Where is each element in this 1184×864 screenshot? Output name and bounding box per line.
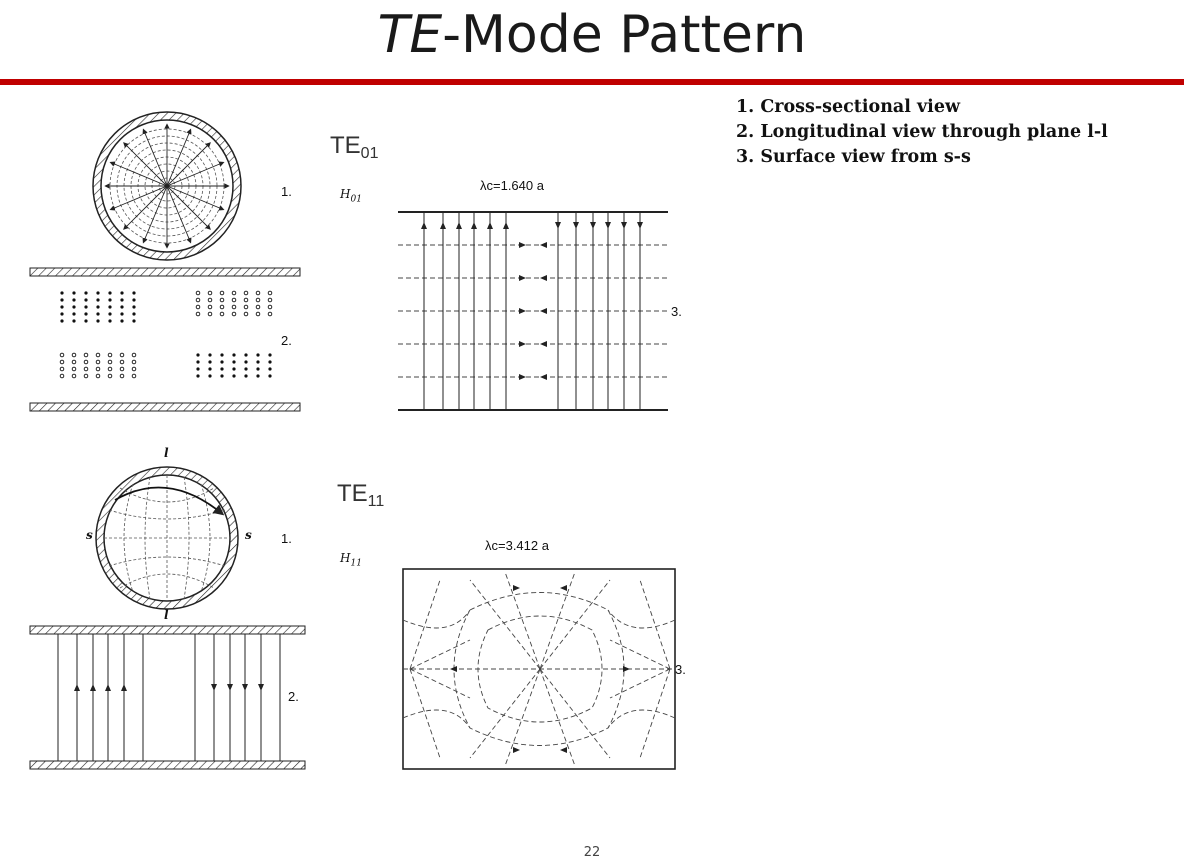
legend-item-2: 2. Longitudinal view through plane l-l <box>736 122 1108 142</box>
legend-item-3: 3. Surface view from s-s <box>736 147 971 167</box>
slide-title: TE-Mode Pattern <box>0 2 1184 68</box>
te01-cross-section <box>92 111 242 261</box>
te01-label: TE01 <box>330 132 379 162</box>
te11-surface-view <box>402 568 676 770</box>
te11-label: TE11 <box>337 480 385 510</box>
te11-view1-number: 1. <box>281 531 292 546</box>
legend-item-1: 1. Cross-sectional view <box>736 97 961 117</box>
te11-cross-section <box>95 466 239 610</box>
h01-label: H01 <box>340 187 362 205</box>
te11-longitudinal <box>29 625 306 770</box>
plane-s-left: s <box>86 528 93 542</box>
title-italic: TE <box>377 5 443 65</box>
te11-view3-number: 3. <box>675 662 686 677</box>
plane-l-top: l <box>164 446 169 460</box>
h11-label: H11 <box>340 551 362 569</box>
title-rest: -Mode Pattern <box>442 5 807 65</box>
te01-surface-view <box>398 211 668 411</box>
page-number: 22 <box>583 845 601 860</box>
te01-view3-number: 3. <box>671 304 682 319</box>
te01-view1-number: 1. <box>281 184 292 199</box>
te01-view2-number: 2. <box>281 333 292 348</box>
te01-longitudinal <box>29 267 301 412</box>
plane-l-bottom: l <box>164 608 169 622</box>
te01-cutoff: λc=1.640 a <box>480 178 544 193</box>
title-underline <box>0 79 1184 85</box>
plane-s-right: s <box>245 528 252 542</box>
view-legend: 1. Cross-sectional view 2. Longitudinal … <box>736 95 1108 170</box>
te11-view2-number: 2. <box>288 689 299 704</box>
te11-cutoff: λc=3.412 a <box>485 538 549 553</box>
